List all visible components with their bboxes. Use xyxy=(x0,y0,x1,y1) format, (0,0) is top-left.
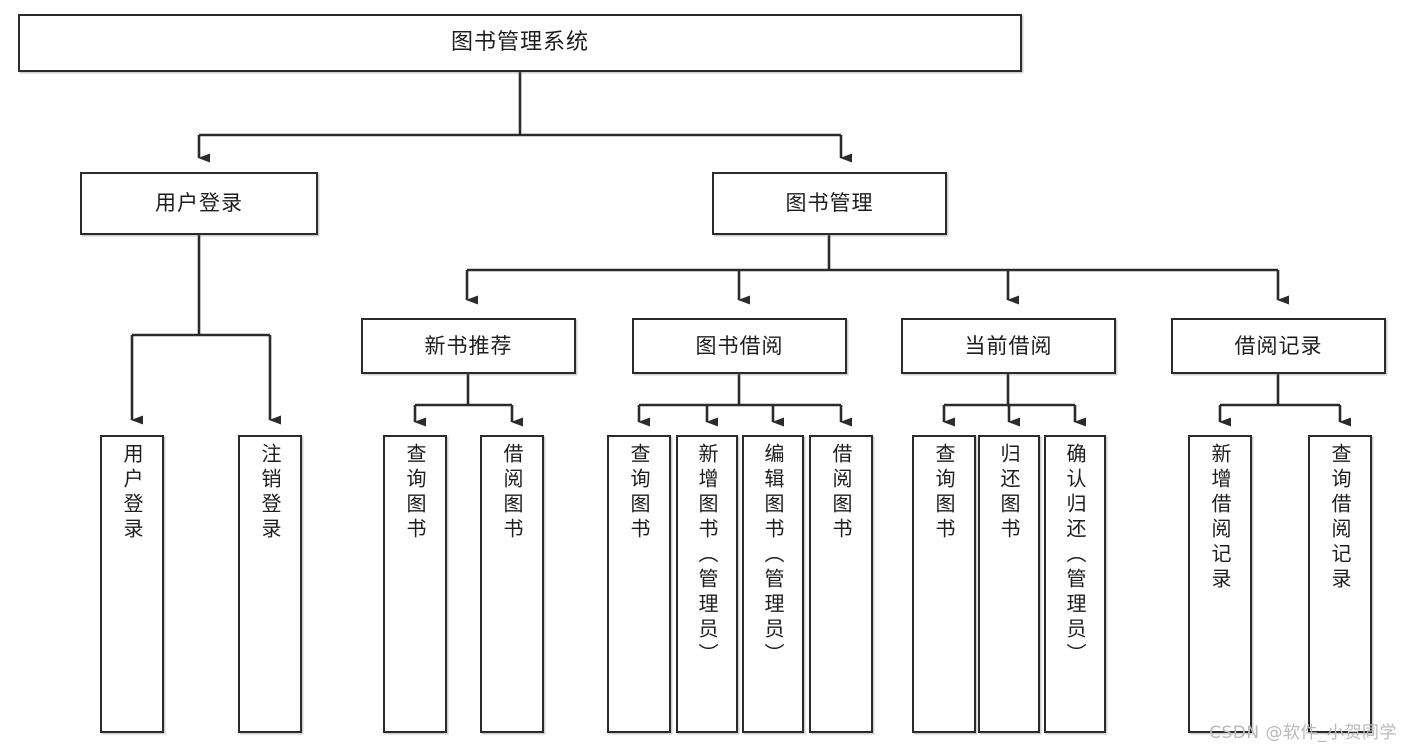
node-label: 借阅图书 xyxy=(829,443,853,543)
node-label: 新书推荐 xyxy=(424,333,513,358)
leaf-borrow-query-book[interactable]: 查询图书 xyxy=(607,435,671,733)
leaf-record-add-record[interactable]: 新增借阅记录 xyxy=(1188,435,1252,733)
leaf-current-return-book[interactable]: 归还图书 xyxy=(978,435,1040,733)
leaf-borrow-edit-book[interactable]: 编辑图书（管理员） xyxy=(742,435,804,733)
node-label: 当前借阅 xyxy=(964,333,1053,358)
node-book-borrow[interactable]: 图书借阅 xyxy=(632,318,847,374)
leaf-recommend-borrow-book[interactable]: 借阅图书 xyxy=(480,435,544,733)
leaf-current-confirm-return[interactable]: 确认归还（管理员） xyxy=(1044,435,1106,733)
node-current-borrow[interactable]: 当前借阅 xyxy=(901,318,1116,374)
node-label: 图书管理 xyxy=(785,191,874,216)
node-label: 编辑图书（管理员） xyxy=(761,443,785,668)
node-label: 图书管理系统 xyxy=(450,30,589,56)
node-label: 归还图书 xyxy=(997,443,1021,543)
node-label: 查询图书 xyxy=(627,443,651,543)
node-label: 图书借阅 xyxy=(695,333,784,358)
node-label: 注销登录 xyxy=(258,443,282,543)
node-label: 用户登录 xyxy=(155,191,243,216)
node-borrow-record[interactable]: 借阅记录 xyxy=(1171,318,1386,374)
node-label: 新增图书（管理员） xyxy=(695,443,719,668)
node-label: 查询借阅记录 xyxy=(1328,443,1352,593)
leaf-borrow-borrow-book[interactable]: 借阅图书 xyxy=(809,435,873,733)
node-book-management[interactable]: 图书管理 xyxy=(712,172,947,235)
node-label: 查询图书 xyxy=(932,443,956,543)
node-label: 确认归还（管理员） xyxy=(1063,443,1087,668)
leaf-recommend-query-book[interactable]: 查询图书 xyxy=(383,435,447,733)
node-user-login[interactable]: 用户登录 xyxy=(80,172,318,235)
node-label: 用户登录 xyxy=(120,443,144,543)
leaf-record-query-record[interactable]: 查询借阅记录 xyxy=(1308,435,1372,733)
csdn-watermark: CSDN @软件_小贺同学 xyxy=(1209,723,1397,743)
node-label: 借阅图书 xyxy=(500,443,524,543)
node-label: 借阅记录 xyxy=(1234,333,1323,358)
node-label: 新增借阅记录 xyxy=(1208,443,1232,593)
node-new-book-recommend[interactable]: 新书推荐 xyxy=(361,318,576,374)
leaf-user-login-login[interactable]: 用户登录 xyxy=(100,435,164,733)
node-label: 查询图书 xyxy=(403,443,427,543)
node-root-system[interactable]: 图书管理系统 xyxy=(18,14,1022,72)
leaf-current-query-book[interactable]: 查询图书 xyxy=(912,435,976,733)
leaf-borrow-add-book[interactable]: 新增图书（管理员） xyxy=(676,435,738,733)
leaf-user-login-logout[interactable]: 注销登录 xyxy=(238,435,302,733)
